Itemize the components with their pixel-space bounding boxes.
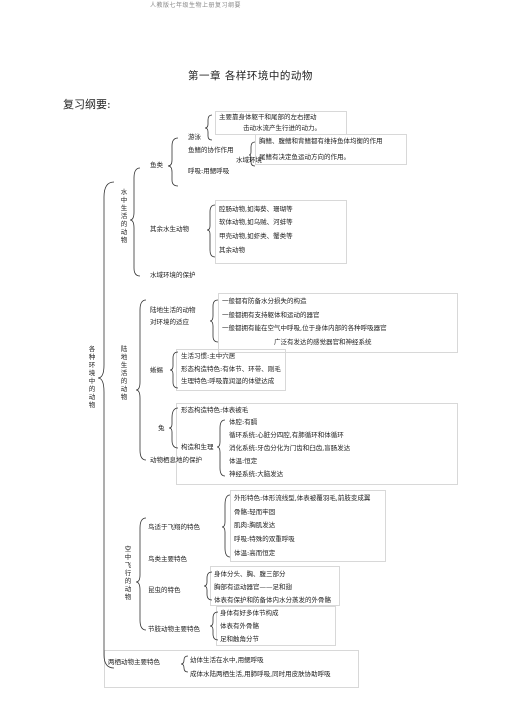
- land-adapt-label: 陆地生活的动物: [150, 306, 196, 314]
- lizard-label: 蜥蜴: [150, 366, 163, 374]
- fins-line-1: 胸鳍、腹鳍和背鳍都有维持鱼体均衡的作用: [259, 137, 383, 145]
- land-adapt-label-2: 对环境的适应: [150, 318, 189, 326]
- rabbit-struct-label: 构造和生理: [181, 443, 214, 451]
- other-aquatic-label: 其余水生动物: [150, 225, 189, 233]
- water-fins-box: [255, 134, 407, 165]
- fins-env: 水域环境: [236, 156, 262, 164]
- bird-item: 呼吸:特殊的双重呼吸: [234, 535, 295, 543]
- insect-box: [210, 566, 340, 606]
- arthro-box: [216, 606, 336, 646]
- other-aquatic-item: 腔肠动物,如海葵、珊瑚等: [219, 205, 293, 213]
- insect-label: 昆虫的特色: [148, 586, 181, 594]
- arthro-item: 体表有外骨骼: [220, 622, 259, 630]
- root-label: 各种环境中的动物: [88, 345, 96, 409]
- amphibian-label: 两栖动物主要特色: [108, 658, 160, 666]
- swim-line-2: 击动水流产生行进的动力。: [243, 124, 321, 132]
- bird-item: 肌肉:胸肌发达: [234, 521, 276, 529]
- rabbit-item: 神经系统:大脑发达: [229, 470, 284, 478]
- land-adapt-item: 一般都拥有能在空气中呼吸,位于身体内部的各种呼吸器官: [222, 324, 387, 332]
- amphibian-line-1: 幼体生活在水中,用鳃呼吸: [190, 656, 264, 664]
- land-label: 陆地生活的动物: [120, 345, 128, 401]
- insect-item: 身体分头、胸、腹三部分: [214, 570, 286, 578]
- lizard-item: 生理特色:呼吸靠润湿的体壁达成: [181, 377, 275, 385]
- page-header: 人教版七年级生物上册复习纲要: [150, 2, 242, 9]
- land-adapt-item: 一般都有防备水分损失的构造: [222, 297, 307, 305]
- rabbit-item: 循环系统:心脏分四腔,有肺循环和体循环: [229, 431, 344, 439]
- bird-label: 鸟适于飞翔的特色: [148, 523, 200, 531]
- breath-label: 呼吸:用鳃呼吸: [188, 167, 230, 175]
- swim-label: 游泳: [188, 133, 201, 141]
- rabbit-label: 兔: [158, 424, 165, 432]
- amphibian-box: [104, 650, 359, 688]
- bird-item: 体温:高而恒定: [234, 549, 276, 557]
- outline-heading: 复习纲要:: [63, 98, 111, 111]
- fish-label: 鱼类: [150, 161, 163, 169]
- other-aquatic-item: 软体动物,如乌贼、河蚌等: [219, 218, 293, 226]
- arthro-item: 身体有好多体节构成: [220, 609, 279, 617]
- bird-item: 骨骼:轻而牢固: [234, 508, 276, 516]
- rabbit-form: 形态构造特色:体表被毛: [181, 406, 249, 414]
- water-others-box: [215, 200, 347, 264]
- other-aquatic-item: 甲壳动物,如虾类、蟹类等: [219, 232, 293, 240]
- amphibian-line-2: 成体水陆两栖生活,用肺呼吸,同时用皮肤协助呼吸: [190, 670, 331, 678]
- insect-item: 胸部有运动器官——足和翅: [214, 583, 292, 591]
- rabbit-box: [176, 403, 458, 485]
- water-label: 水中生活的动物: [120, 188, 128, 244]
- fins-line-2: 尾鳍有决定鱼运动方向的作用。: [259, 153, 350, 161]
- rabbit-item: 消化系统:牙齿分化为门齿和臼齿,盲肠发达: [229, 444, 351, 452]
- lizard-item: 形态构造特色:有体节、环带、刚毛: [181, 365, 281, 373]
- land-adapt-item: 广泛有发达的感觉器官和神经系统: [274, 338, 372, 346]
- bird-box: [230, 490, 386, 562]
- bird-main-label: 鸟类主要特色: [148, 555, 187, 563]
- land-protect-label: 动物栖息地的保护: [150, 456, 202, 464]
- rabbit-item: 体温:恒定: [229, 457, 258, 465]
- rabbit-item: 体腔:有膈: [229, 418, 258, 426]
- swim-line-1: 主要靠身体躯干和尾部的左右摆动: [219, 113, 317, 121]
- land-adapt-box: [218, 293, 458, 353]
- other-aquatic-item: 其余动物: [219, 246, 245, 254]
- fins-label: 鱼鳍的协作作用: [188, 146, 234, 154]
- lizard-box: [176, 349, 286, 391]
- air-label: 空中飞行的动物: [124, 545, 132, 601]
- water-protect-label: 水域环境的保护: [150, 271, 196, 279]
- land-adapt-item: 一般都拥有支持躯体和运动的器官: [222, 311, 320, 319]
- lizard-item: 生活习惯:主中穴居: [181, 352, 236, 360]
- arthro-item: 足和触角分节: [220, 635, 259, 643]
- insect-item: 体表有保护和防备体内水分蒸发的外骨骼: [214, 596, 331, 604]
- chapter-title: 第一章 各样环境中的动物: [188, 70, 313, 82]
- arthro-label: 节肢动物主要特色: [148, 625, 200, 633]
- bird-item: 外形特色:体形流线型,体表被覆羽毛,前肢变成翼: [234, 494, 371, 502]
